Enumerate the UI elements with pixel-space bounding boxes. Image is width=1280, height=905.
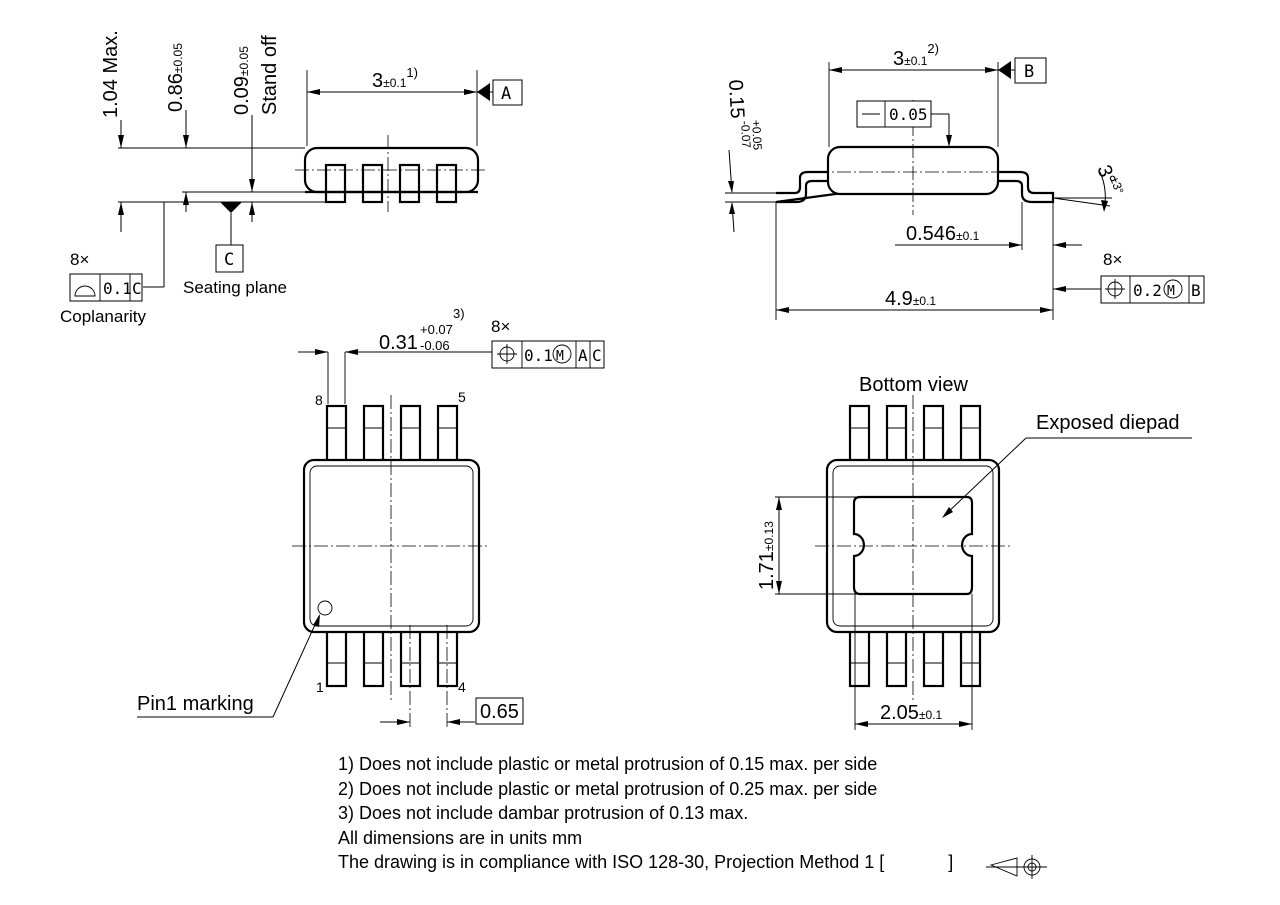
coplanarity-count: 8× (70, 250, 89, 269)
dim-lead-length: 0.546±0.1 (906, 223, 980, 245)
pin1-marking-label: Pin1 marking (137, 693, 254, 715)
datum-a-label: A (501, 84, 511, 104)
top-position-datum-1: A (578, 346, 588, 365)
projection-method-1-icon (986, 855, 1047, 879)
top-view-lower-leads (325, 629, 459, 688)
top-position-icon (497, 344, 517, 364)
pin-5-label: 5 (458, 389, 466, 405)
bottom-view-upper-leads (848, 404, 982, 463)
position-count: 8× (1103, 250, 1122, 269)
note-compliance: The drawing is in compliance with ISO 12… (338, 850, 953, 875)
coplanarity-frame: 0.1 C (69, 273, 143, 302)
datum-c-label: C (224, 250, 234, 270)
dim-length: 3±0.11) (372, 65, 418, 92)
dim-lead-width: 0.31 (379, 332, 418, 354)
top-position-count: 8× (491, 317, 510, 336)
side-view: 1.04 Max. 0.86±0.05 0.09±0.05 Stand off … (60, 30, 523, 326)
note-compliance-text: The drawing is in compliance with ISO 12… (338, 852, 885, 872)
position-value: 0.2 (1133, 281, 1162, 300)
top-view-upper-leads (325, 404, 459, 463)
dim-height-max: 1.04 Max. (100, 30, 122, 118)
end-view: 3±0.12) B 0.05 0.15 +0.05 -0.07 (724, 41, 1205, 320)
side-view-leads (305, 163, 478, 204)
surface-profile-icon (74, 285, 96, 297)
dim-lead-width-tol-minus: -0.06 (420, 338, 450, 353)
note-1: 1) Does not include plastic or metal pro… (338, 754, 878, 774)
flatness-value: 0.05 (889, 105, 928, 124)
position-modifier: M (1167, 284, 1175, 299)
bottom-view-lower-leads (848, 629, 982, 688)
dim-lead-thickness: 0.15 (724, 79, 748, 119)
pin1-dot (317, 600, 333, 616)
dim-lead-width-tol-plus: +0.07 (420, 322, 453, 337)
dim-lead-thickness-tol-plus: +0.05 (749, 119, 765, 150)
dim-lead-thickness-tol-minus: -0.07 (738, 120, 753, 148)
position-icon (1105, 279, 1125, 299)
dim-width: 3±0.12) (893, 41, 939, 70)
dim-pad-height: 1.71±0.13 (756, 521, 778, 590)
seating-plane-label: Seating plane (183, 278, 287, 297)
dim-angle-tol: ±3° (1107, 174, 1126, 196)
position-frame: 0.2 M B (1100, 275, 1205, 304)
dim-lead-width-note: 3) (453, 306, 465, 321)
dim-pitch: 0.65 (480, 701, 519, 723)
top-position-value: 0.1 (524, 346, 553, 365)
dim-body-height: 0.86±0.05 (165, 43, 187, 112)
dim-overall: 4.9±0.1 (885, 288, 936, 310)
coplanarity-label: Coplanarity (60, 307, 146, 326)
datum-b-box (1014, 57, 1047, 84)
datum-c-box (215, 244, 244, 273)
bottom-view: Bottom view E (756, 374, 1192, 730)
top-position-modifier: M (556, 349, 564, 364)
standoff-label: Stand off (259, 35, 281, 115)
end-view-leads (775, 170, 1055, 204)
exposed-diepad (852, 495, 974, 596)
datum-a-box (492, 79, 523, 106)
dim-pad-width: 2.05±0.1 (880, 702, 943, 724)
datum-b-label: B (1024, 62, 1034, 82)
note-units: All dimensions are in units mm (338, 827, 583, 848)
coplanarity-datum: C (132, 279, 142, 298)
pin-1-label: 1 (316, 679, 324, 695)
top-position-frame: 0.1 M A C (491, 340, 605, 369)
pin-8-label: 8 (315, 392, 323, 408)
dim-standoff: 0.09±0.05 (231, 46, 253, 115)
pin-4-label: 4 (458, 679, 466, 695)
top-position-datum-2: C (592, 346, 602, 365)
bottom-view-title: Bottom view (859, 374, 968, 396)
note-2: 2) Does not include plastic or metal pro… (338, 778, 878, 799)
note-3: 3) Does not include dambar protrusion of… (338, 803, 749, 823)
flatness-frame: 0.05 (856, 100, 932, 128)
exposed-diepad-label: Exposed diepad (1036, 412, 1179, 434)
note-compliance-suffix: ] (948, 852, 954, 872)
pitch-box (475, 697, 524, 725)
coplanarity-value: 0.1 (103, 279, 132, 298)
notes-block: 1) Does not include plastic or metal pro… (338, 752, 953, 875)
top-view: 0.31 +0.07 -0.06 3) 8× 0.1 M A C 8 5 1 4 (137, 306, 605, 730)
position-datum: B (1191, 281, 1201, 300)
